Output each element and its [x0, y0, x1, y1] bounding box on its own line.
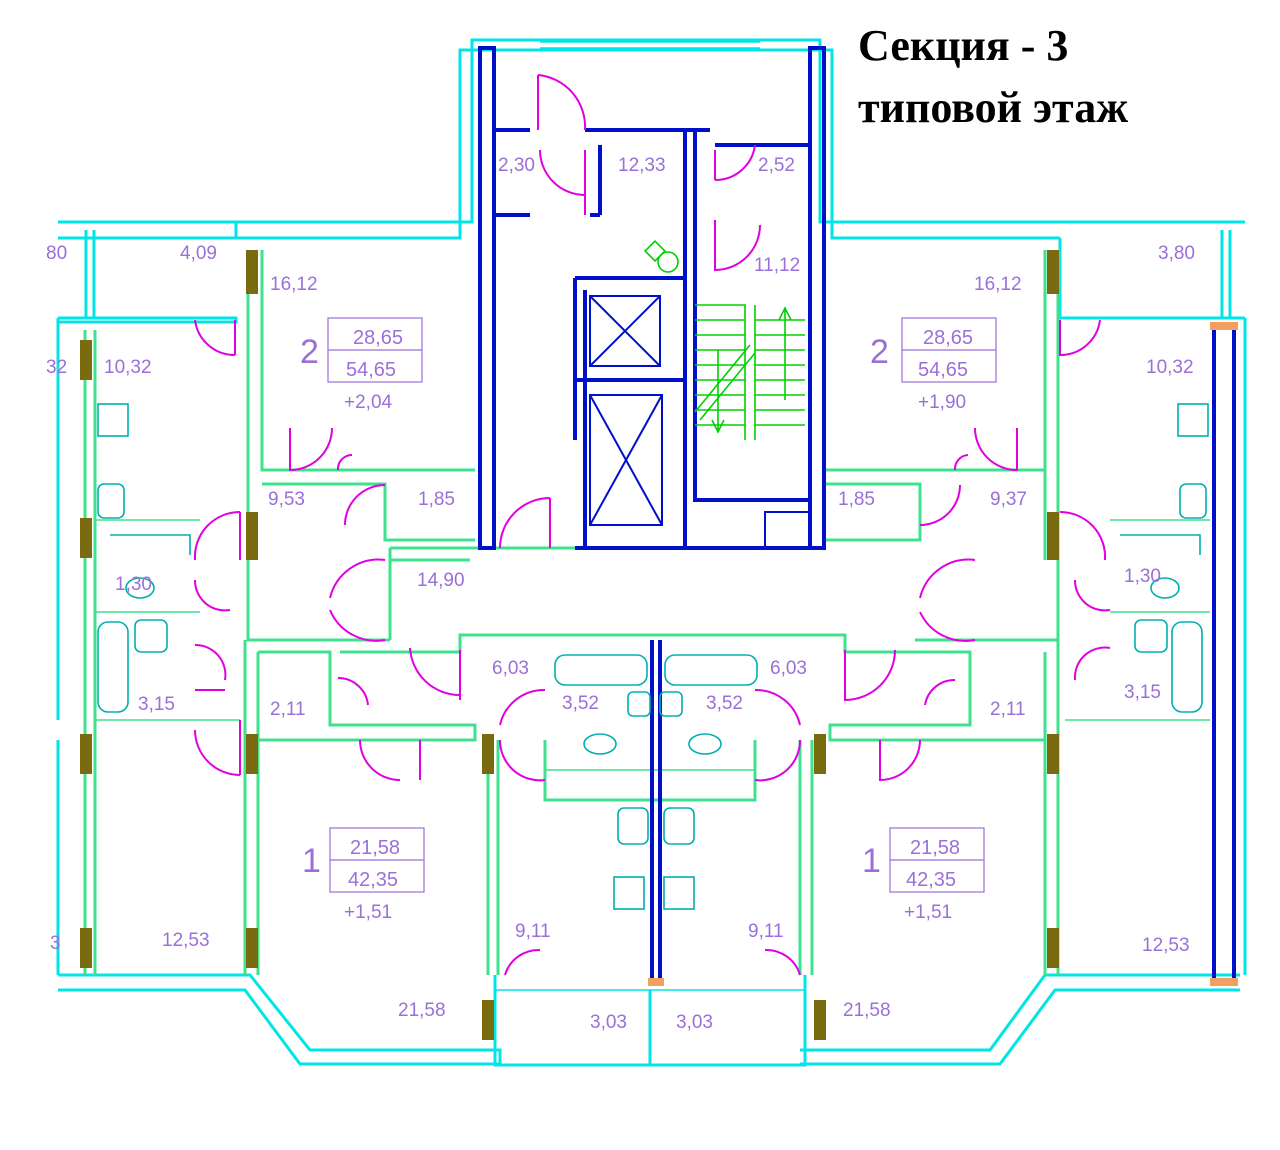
- apt-rooms: 1: [302, 842, 321, 880]
- room-area-label: 16,12: [270, 274, 318, 295]
- room-area-label: 9,11: [515, 921, 551, 942]
- plan-title: Секция - 3: [858, 21, 1069, 70]
- room-area-label: 4,09: [180, 243, 217, 264]
- apt-extra-area: +1,51: [344, 902, 392, 923]
- exterior-walls: [56, 38, 1247, 1067]
- room-area-label: 80: [46, 243, 67, 264]
- room-area-labels: 80 4,09 16,12 32 10,32 9,53 1,85 1,30 3,…: [46, 155, 1195, 1033]
- room-area-label: 9,53: [268, 489, 305, 510]
- apt-extra-area: +2,04: [344, 392, 393, 413]
- apt-total-area: 42,35: [906, 869, 956, 891]
- room-area-label: 3,52: [562, 693, 599, 714]
- room-area-label: 3,15: [1124, 682, 1161, 703]
- apt-living-area: 28,65: [353, 327, 403, 349]
- room-area-label: 3,80: [1158, 243, 1195, 264]
- apartment-badge-2-right: 2 28,65 54,65 +1,90: [870, 317, 997, 413]
- room-area-label: 21,58: [398, 1000, 446, 1021]
- room-area-label: 2,30: [498, 155, 535, 176]
- apartment-badge-1-left: 1 21,58 42,35 +1,51: [302, 827, 425, 923]
- room-area-label: 6,03: [492, 658, 529, 679]
- room-area-label: 1,30: [1124, 566, 1161, 587]
- apt-rooms: 1: [862, 842, 881, 880]
- doors: [193, 74, 1111, 976]
- room-area-label: 21,58: [843, 1000, 891, 1021]
- staircase: [643, 239, 805, 440]
- apt-extra-area: +1,51: [904, 902, 952, 923]
- apt-total-area: 54,65: [346, 359, 396, 381]
- room-area-label: 3,03: [676, 1012, 713, 1033]
- room-area-label: 10,32: [1146, 357, 1194, 378]
- apt-living-area: 21,58: [350, 837, 400, 859]
- room-area-label: 2,11: [990, 699, 1026, 720]
- room-area-label: 32: [46, 357, 67, 378]
- apartment-badge-1-right: 1 21,58 42,35 +1,51: [862, 827, 985, 923]
- room-area-label: 11,12: [754, 255, 800, 276]
- room-area-label: 2,52: [758, 155, 795, 176]
- room-area-label: 12,33: [618, 155, 666, 176]
- room-area-label: 1,85: [838, 489, 875, 510]
- room-area-label: 12,53: [1142, 935, 1190, 956]
- apt-extra-area: +1,90: [918, 392, 966, 413]
- structural-walls: [478, 46, 1238, 986]
- apt-rooms: 2: [300, 333, 319, 371]
- room-area-label: 1,30: [115, 574, 152, 595]
- room-area-label: 3,15: [138, 694, 175, 715]
- room-area-label: 12,53: [162, 930, 210, 951]
- room-area-label: 16,12: [974, 274, 1022, 295]
- room-area-label: 2,11: [270, 699, 306, 720]
- apt-total-area: 54,65: [918, 359, 968, 381]
- room-area-label: 10,32: [104, 357, 152, 378]
- room-area-label: 3,03: [590, 1012, 627, 1033]
- apt-rooms: 2: [870, 333, 889, 371]
- interior-walls: [83, 250, 1210, 975]
- apt-living-area: 21,58: [910, 837, 960, 859]
- window-markers: [80, 250, 1059, 1040]
- room-area-label: 3,52: [706, 693, 743, 714]
- room-area-label: 6,03: [770, 658, 807, 679]
- room-area-label: 14,90: [417, 570, 465, 591]
- fixtures: [97, 403, 1209, 910]
- room-area-label: 9,11: [748, 921, 784, 942]
- apt-living-area: 28,65: [923, 327, 973, 349]
- apartment-badge-2-left: 2 28,65 54,65 +2,04: [300, 317, 423, 413]
- room-area-label: 9,37: [990, 489, 1027, 510]
- apt-total-area: 42,35: [348, 869, 398, 891]
- room-area-label: 1,85: [418, 489, 455, 510]
- room-area-label: 3: [50, 933, 61, 954]
- plan-subtitle: типовой этаж: [858, 83, 1129, 132]
